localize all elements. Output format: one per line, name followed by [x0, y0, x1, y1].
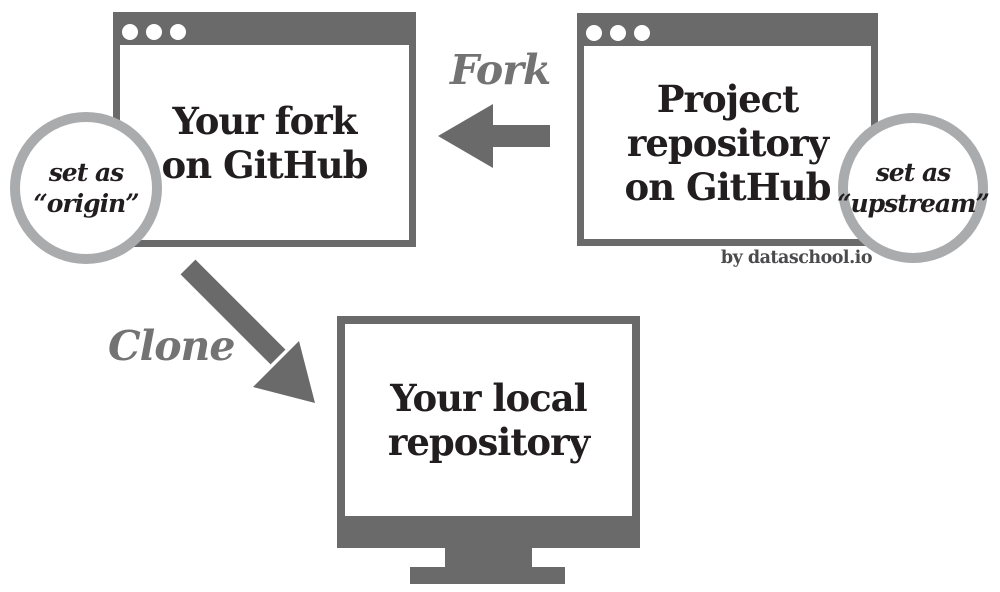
- project-window: Project repository on GitHub: [577, 13, 878, 246]
- fork-arrow-label: Fork: [450, 46, 551, 94]
- fork-window-title-line1: Your fork: [172, 98, 358, 143]
- upstream-badge: set as “upstream”: [837, 113, 990, 263]
- project-window-titlebar: [577, 13, 878, 46]
- origin-badge-line2: “origin”: [33, 189, 139, 218]
- fork-arrow: [438, 104, 550, 168]
- upstream-badge-line2: “upstream”: [837, 189, 990, 218]
- project-window-title-line3: on GitHub: [624, 164, 832, 209]
- window-dot-icon: [122, 24, 138, 40]
- clone-arrow-head: [253, 341, 315, 403]
- clone-arrow-label: Clone: [108, 322, 235, 370]
- credit-text: by dataschool.io: [720, 248, 873, 268]
- monitor-stand-neck: [445, 548, 532, 567]
- project-window-content: Project repository on GitHub: [584, 46, 871, 239]
- project-window-title-line2: repository: [626, 120, 829, 165]
- window-dot-icon: [586, 25, 602, 41]
- fork-window-content: Your fork on GitHub: [120, 45, 409, 240]
- fork-window: Your fork on GitHub: [113, 12, 416, 247]
- fork-window-titlebar: [113, 12, 416, 45]
- project-window-title-line1: Project: [656, 76, 800, 121]
- local-repository-title-line1: Your local: [390, 376, 587, 420]
- clone-arrow-shaft: [180, 259, 286, 365]
- origin-badge: set as “origin”: [10, 112, 162, 264]
- window-dot-icon: [146, 24, 162, 40]
- local-repository-monitor: Your local repository: [337, 316, 640, 548]
- window-dot-icon: [610, 25, 626, 41]
- monitor-stand-base: [410, 567, 565, 584]
- origin-badge-line1: set as: [48, 158, 125, 187]
- window-dot-icon: [634, 25, 650, 41]
- fork-window-title-line2: on GitHub: [161, 142, 369, 187]
- window-dot-icon: [170, 24, 186, 40]
- local-repository-title-line2: repository: [387, 420, 590, 464]
- upstream-badge-line1: set as: [875, 158, 952, 187]
